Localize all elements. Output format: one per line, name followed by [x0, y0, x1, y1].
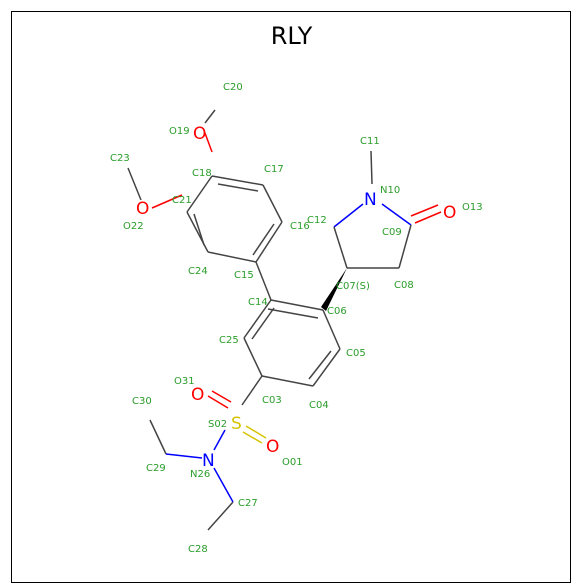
atom-label: C20 [223, 82, 243, 93]
atom-symbol-o01: O [266, 437, 279, 457]
bond-c07-c06-wedge [321, 268, 347, 311]
bond-c03-c25 [243, 337, 263, 377]
atom-label: C18 [192, 168, 212, 179]
bond-n26-c27 [213, 467, 234, 503]
bond-c06-c05 [322, 309, 341, 350]
bond-c20-o19 [204, 109, 216, 124]
atom-label: C16 [290, 221, 310, 232]
bond-inner-3 [193, 213, 205, 246]
atom-label: C17 [264, 164, 284, 175]
atom-label: C21 [172, 195, 192, 206]
bond-c15-c24 [207, 251, 257, 263]
atom-label: C27 [238, 498, 258, 509]
bond-c08-c09 [398, 224, 412, 269]
atom-label: C03 [262, 395, 282, 406]
bond-c18-c17 [211, 175, 264, 186]
bond-c09-o13-a [414, 211, 442, 224]
atom-label: C04 [309, 400, 329, 411]
atom-label: C24 [188, 266, 208, 277]
atom-label: C28 [188, 544, 208, 555]
bond-inner-4 [308, 350, 332, 380]
bond-c24-c21 [186, 211, 209, 253]
atom-symbol-n26: N [202, 451, 215, 471]
bond-c09-o13-b [410, 204, 439, 217]
atom-label: C14 [248, 297, 268, 308]
atom-label: C06 [327, 306, 347, 317]
atom-label: N26 [190, 469, 210, 480]
atom-symbol-o19: O [193, 124, 206, 144]
bond-c17-c16 [262, 184, 283, 223]
bond-c30-c29 [149, 419, 167, 455]
bond-c05-c04 [312, 348, 341, 387]
atom-label: O22 [123, 221, 144, 232]
atom-label: C08 [394, 280, 414, 291]
atom-label: C11 [360, 136, 380, 147]
bond-c27-c28 [207, 501, 234, 531]
bond-c03-s02 [241, 375, 263, 406]
atom-symbol-o22: O [136, 199, 149, 219]
atom-label: C29 [146, 463, 166, 474]
diagram-frame [11, 11, 571, 583]
bond-c11-n10 [370, 150, 373, 185]
bond-n10-c09 [381, 203, 412, 226]
atom-label: N10 [380, 185, 400, 196]
atom-symbol-o13: O [443, 203, 456, 223]
bond-o31-s02-b [211, 390, 232, 403]
atom-labels: C20 O19 C23 C18 C17 C21 O22 C16 C24 C15 … [110, 82, 483, 555]
atom-symbol-o31: O [191, 385, 204, 405]
bond-s02-n26 [213, 429, 226, 451]
bond-inner-1 [217, 183, 259, 192]
bond-c16-c15 [255, 221, 283, 263]
bond-c25-c14 [243, 299, 272, 339]
bonds [127, 109, 442, 531]
bond-inner-6 [267, 308, 319, 319]
bond-o22-c21 [151, 194, 183, 209]
bond-inner-2 [252, 223, 275, 256]
atom-label: C12 [307, 215, 327, 226]
atom-label: O31 [174, 376, 195, 387]
atom-label: C15 [234, 270, 254, 281]
atom-symbol-s02: S [231, 414, 242, 434]
bond-s02-o01-a [245, 425, 267, 439]
bond-o31-s02-a [207, 395, 229, 409]
bond-c23-o22 [127, 167, 142, 201]
bond-s02-o01-b [242, 431, 263, 444]
atom-label: C23 [110, 153, 130, 164]
bond-c29-n26 [165, 453, 203, 459]
bond-n10-c12 [333, 203, 364, 228]
molecule-title: RLY [270, 22, 313, 50]
atom-label: C25 [219, 335, 239, 346]
bond-c14-c06 [270, 299, 324, 311]
atom-label: O19 [169, 126, 190, 137]
atom-label: O01 [282, 457, 303, 468]
bond-o19-c18 [204, 132, 213, 153]
bond-inner-5 [251, 307, 275, 340]
bond-c12-c07 [333, 226, 348, 269]
atom-symbol-n10: N [364, 190, 377, 210]
atom-label: O13 [462, 202, 483, 213]
atom-label: S02 [208, 419, 227, 430]
atom-label: C09 [382, 227, 402, 238]
atom-label: C30 [132, 396, 152, 407]
atom-label: C05 [346, 348, 366, 359]
bond-c21-c18 [186, 175, 213, 213]
atom-symbols: O O N O O S O N [136, 124, 456, 471]
bond-c15-c14 [255, 261, 272, 301]
bond-c04-c03 [261, 375, 314, 387]
atom-label: C07(S) [336, 281, 370, 292]
